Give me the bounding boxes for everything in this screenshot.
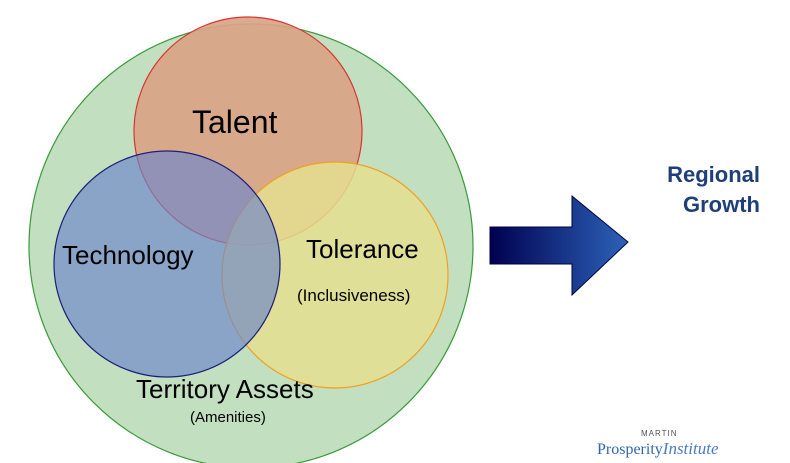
logo-prosperity-text: Prosperity xyxy=(597,441,663,458)
outcome-line-2: Growth xyxy=(683,192,760,217)
logo-institute-text: Institute xyxy=(662,439,719,458)
talent-label: Talent xyxy=(192,104,278,140)
growth-arrow xyxy=(489,194,629,297)
technology-label: Technology xyxy=(62,240,194,270)
technology-circle xyxy=(53,150,281,378)
tolerance-label: Tolerance xyxy=(306,234,419,264)
outcome-line-1: Regional xyxy=(667,162,760,187)
territory-sublabel: (Amenities) xyxy=(190,409,266,426)
regional-growth-text: Regional Growth xyxy=(640,160,760,220)
tolerance-sublabel: (Inclusiveness) xyxy=(297,286,411,305)
territory-label: Territory Assets xyxy=(136,374,314,404)
logo-martin-text: MARTIN xyxy=(641,429,678,438)
logo-main-text: ProsperityInstitute xyxy=(597,440,719,458)
martin-prosperity-institute-logo: MARTIN ProsperityInstitute xyxy=(597,429,767,460)
